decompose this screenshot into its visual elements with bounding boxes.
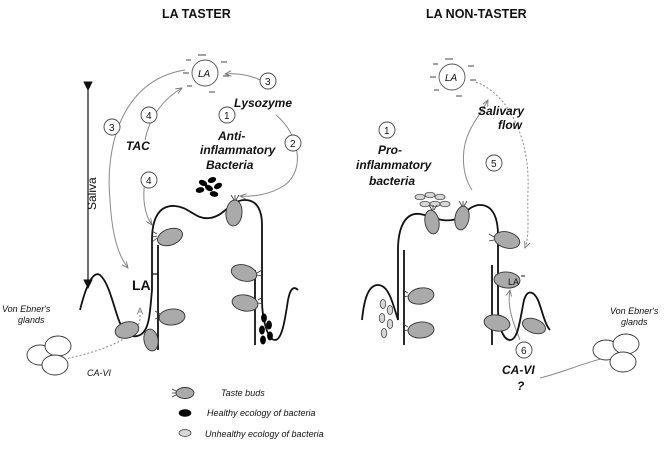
legend-unhealthy-icon (178, 429, 192, 437)
la-charge-right: LA (508, 277, 519, 287)
arrow-3-lysozyme (225, 74, 261, 81)
bud-tufts-right (402, 200, 495, 332)
healthy-bacteria-cluster (195, 176, 222, 197)
la-icon-right-label: LA (445, 73, 458, 84)
salivary-flow-label-2: flow (498, 118, 523, 132)
anti-inflammatory-label-3: Bacteria (206, 158, 254, 172)
healthy-bacteria-groove (259, 313, 273, 345)
step-6-right: 6 (515, 341, 533, 359)
arrow-2 (240, 114, 298, 196)
legend-taste-buds: Taste buds (221, 388, 265, 398)
bud-tufts-left (151, 194, 264, 320)
legend-healthy-icon (178, 409, 192, 417)
unhealthy-bacteria-cluster (414, 191, 451, 208)
la-icon-right: LA (430, 58, 476, 97)
legend: Taste buds Healthy ecology of bacteria U… (171, 387, 324, 439)
step-2-left: 2 (284, 134, 302, 152)
anti-inflammatory-label-1: Anti- (217, 129, 245, 143)
glands-left-label-2: glands (18, 315, 45, 325)
left-panel-title: LA TASTER (162, 7, 231, 21)
svg-text:4: 4 (146, 176, 152, 187)
la-icon-left: LA (183, 54, 229, 93)
svg-text:3: 3 (109, 123, 115, 134)
legend-taste-bud-icon (175, 387, 195, 399)
la-icon-left-label: LA (198, 69, 211, 80)
svg-text:5: 5 (491, 159, 497, 170)
step-1-left: 1 (218, 106, 236, 124)
pro-inflammatory-label-3: bacteria (369, 174, 415, 188)
arrow-6 (509, 290, 521, 341)
arrow-4-up (144, 88, 182, 141)
question-mark: ? (517, 379, 525, 393)
pro-inflammatory-label-2: inflammatory (356, 158, 433, 172)
taste-buds-left (114, 199, 259, 352)
anti-inflammatory-label-2: inflammatory (200, 143, 277, 157)
salivary-flow-label-1: Salivary (478, 104, 525, 118)
svg-text:1: 1 (224, 111, 230, 122)
pro-inflammatory-label-1: Pro- (378, 143, 402, 157)
glands-left-label-1: Von Ebner's (2, 304, 51, 314)
arrow-ca-vi-left (59, 308, 140, 361)
step-3-left-b: 3 (259, 72, 277, 90)
tissue-right (361, 204, 551, 341)
la-charge-left: LA (132, 277, 151, 293)
svg-text:3: 3 (265, 77, 271, 88)
arrow-5 (462, 100, 488, 191)
step-4-left-b: 4 (140, 171, 158, 189)
svg-text:6: 6 (521, 346, 527, 357)
tissue-left (79, 199, 299, 341)
right-panel-title: LA NON-TASTER (426, 7, 527, 21)
ca-vi-right: CA-VI (502, 363, 535, 377)
lysozyme-label: Lysozyme (234, 96, 292, 110)
ca-vi-left: CA-VI (87, 368, 112, 378)
arrow-3-left (108, 69, 186, 268)
von-ebner-glands-left (26, 335, 72, 376)
legend-unhealthy: Unhealthy ecology of bacteria (205, 429, 324, 439)
step-4-left-a: 4 (140, 106, 158, 124)
saliva-label: Saliva (85, 177, 99, 210)
unhealthy-bacteria-groove (378, 299, 394, 338)
legend-healthy: Healthy ecology of bacteria (207, 408, 316, 418)
step-5-right: 5 (485, 154, 503, 172)
step-1-right: 1 (378, 121, 396, 139)
glands-right-label-1: Von Ebner's (610, 306, 659, 316)
von-ebner-glands-right (592, 333, 640, 373)
step-3-left-a: 3 (103, 118, 121, 136)
svg-text:2: 2 (290, 139, 296, 150)
svg-text:1: 1 (384, 126, 390, 137)
tac-label: TAC (126, 139, 150, 153)
svg-text:4: 4 (146, 111, 152, 122)
taste-buds-right (407, 205, 546, 339)
glands-right-label-2: glands (621, 317, 648, 327)
